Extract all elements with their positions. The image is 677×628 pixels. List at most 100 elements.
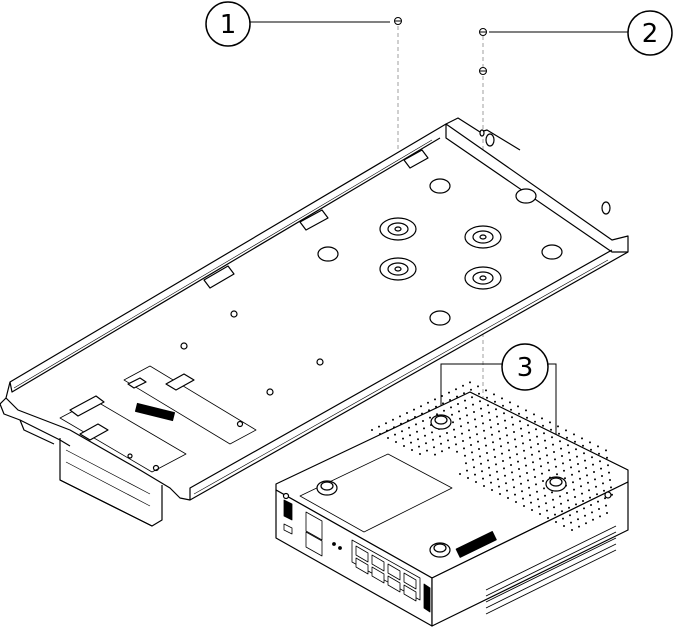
vent-dot bbox=[557, 425, 559, 428]
vent-dot bbox=[536, 435, 538, 438]
vent-dot bbox=[523, 505, 525, 507]
vent-dot bbox=[497, 423, 499, 425]
vent-dot bbox=[451, 413, 453, 416]
vent-dot bbox=[527, 424, 529, 427]
vent-dot bbox=[581, 492, 583, 495]
vent-dot bbox=[515, 501, 517, 503]
vent-dot bbox=[491, 489, 493, 491]
vent-dot bbox=[598, 508, 600, 510]
vent-dot bbox=[485, 389, 487, 392]
vent-dot bbox=[546, 509, 548, 512]
vent-dot bbox=[472, 403, 474, 406]
vent-dot bbox=[520, 482, 522, 485]
vent-dot bbox=[494, 456, 496, 458]
vent-dot bbox=[466, 414, 468, 417]
vent-dot bbox=[495, 408, 497, 411]
vent-dot bbox=[528, 486, 530, 489]
callout-2: 2 bbox=[489, 10, 673, 56]
vent-dot bbox=[538, 450, 540, 453]
vent-dot bbox=[429, 416, 431, 419]
vent-dot bbox=[496, 470, 498, 473]
vent-dot bbox=[575, 448, 577, 451]
vent-dot bbox=[591, 456, 593, 459]
vent-dot bbox=[549, 421, 551, 424]
vent-dot bbox=[512, 423, 514, 426]
vent-dot bbox=[501, 397, 503, 400]
vent-dot bbox=[514, 493, 516, 496]
vent-dot bbox=[533, 468, 535, 471]
vent-dot bbox=[502, 404, 504, 407]
vent-dot bbox=[574, 440, 576, 443]
vent-dot bbox=[502, 460, 504, 462]
vent-dot bbox=[546, 454, 548, 457]
vent-dot bbox=[459, 473, 461, 475]
vent-dot bbox=[573, 433, 575, 436]
vent-dot bbox=[511, 471, 513, 474]
vent-dot bbox=[432, 438, 434, 441]
vent-dot bbox=[463, 392, 465, 395]
vent-dot bbox=[427, 401, 429, 404]
vent-dot bbox=[588, 489, 590, 492]
vent-dot bbox=[583, 452, 585, 455]
device-feet bbox=[316, 414, 567, 558]
vent-dot bbox=[507, 441, 509, 444]
callout-1: 1 bbox=[205, 1, 390, 47]
device-top-screws bbox=[282, 491, 612, 500]
tray-tabs bbox=[203, 149, 429, 289]
vent-dot bbox=[562, 462, 564, 465]
vent-dot bbox=[508, 449, 510, 452]
vent-dot bbox=[544, 439, 546, 442]
vent-dot bbox=[581, 437, 583, 440]
vent-dot bbox=[497, 478, 499, 481]
vent-dot bbox=[560, 447, 562, 450]
vent-dot bbox=[462, 440, 464, 442]
vent-dot bbox=[454, 436, 456, 438]
tray-hanging-bracket bbox=[59, 438, 163, 527]
vent-dot bbox=[517, 405, 519, 408]
vent-dot bbox=[473, 466, 475, 469]
vent-dot bbox=[401, 430, 403, 433]
vent-dot bbox=[406, 412, 408, 414]
vent-dot bbox=[463, 447, 465, 450]
vent-dot bbox=[587, 481, 589, 484]
vent-dot bbox=[487, 404, 489, 407]
vent-dot bbox=[505, 482, 507, 485]
vent-dot bbox=[542, 424, 544, 427]
vent-dot bbox=[395, 441, 397, 443]
vent-dot bbox=[547, 517, 549, 519]
vent-dot bbox=[574, 496, 576, 498]
vent-dot bbox=[562, 517, 564, 520]
vent-dot bbox=[435, 405, 437, 408]
vent-dot bbox=[479, 455, 481, 458]
vent-dot bbox=[500, 445, 502, 448]
vent-dot bbox=[516, 453, 518, 456]
vent-dot bbox=[603, 489, 605, 492]
vent-dot bbox=[440, 442, 442, 445]
vent-dot bbox=[486, 452, 488, 454]
vent-dot bbox=[442, 402, 444, 405]
vent-dot bbox=[413, 408, 415, 411]
vent-dot bbox=[490, 426, 492, 429]
vent-dot bbox=[582, 500, 584, 502]
vent-dot bbox=[602, 482, 604, 485]
vent-dot bbox=[409, 434, 411, 437]
vent-dot bbox=[505, 427, 507, 429]
vent-dot bbox=[524, 457, 526, 460]
vent-dot bbox=[426, 449, 428, 452]
vent-dot bbox=[565, 429, 567, 432]
vent-dot bbox=[583, 507, 585, 510]
vent-dot bbox=[551, 491, 553, 494]
vent-dot bbox=[559, 440, 561, 443]
vent-dot bbox=[558, 432, 560, 435]
vent-dot bbox=[400, 422, 402, 425]
vent-dot bbox=[552, 498, 554, 501]
vent-dot bbox=[470, 388, 472, 391]
vent-dot bbox=[537, 498, 539, 501]
vent-dot bbox=[523, 449, 525, 452]
vent-dot bbox=[532, 461, 534, 464]
vent-dot bbox=[434, 453, 436, 456]
vent-dot bbox=[462, 384, 464, 387]
screw-2-lower bbox=[479, 67, 487, 75]
vent-dot bbox=[598, 452, 600, 455]
